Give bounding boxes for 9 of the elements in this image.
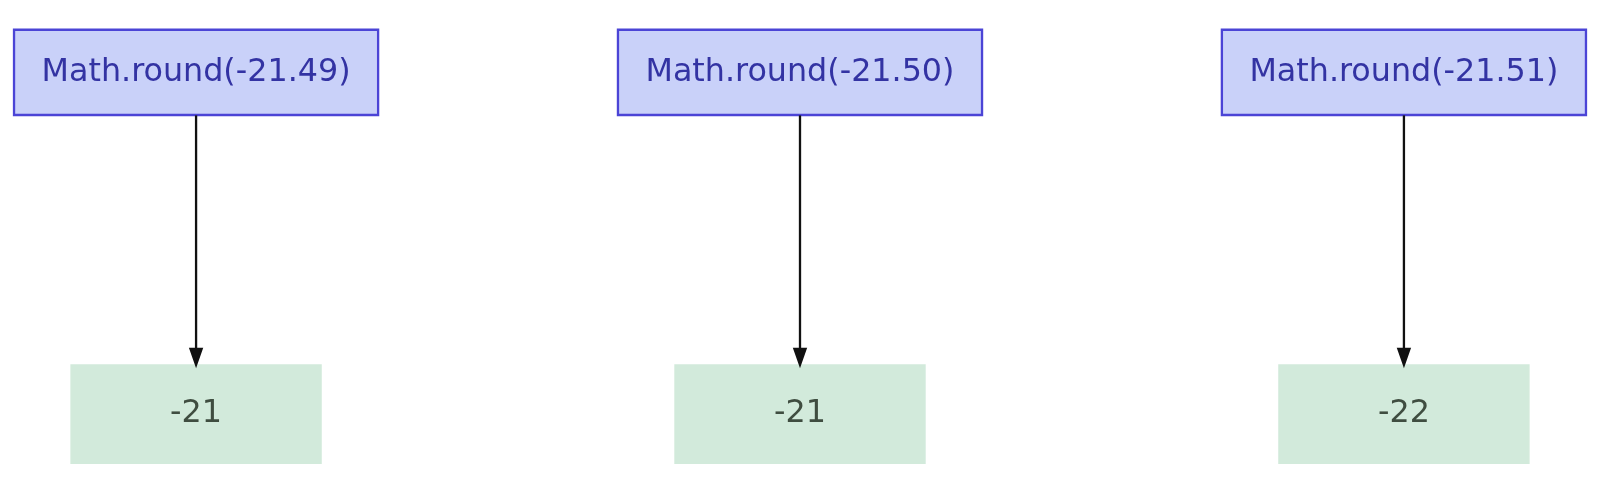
node-box: -21 [674,364,926,464]
node-box: Math.round(-21.49) [12,28,380,117]
arrow [1396,115,1412,369]
node-box: -21 [70,364,322,464]
arrow [188,115,204,369]
node-box: -22 [1278,364,1530,464]
node-box: Math.round(-21.50) [616,28,984,117]
node-box: Math.round(-21.51) [1220,28,1588,117]
arrow [792,115,808,369]
